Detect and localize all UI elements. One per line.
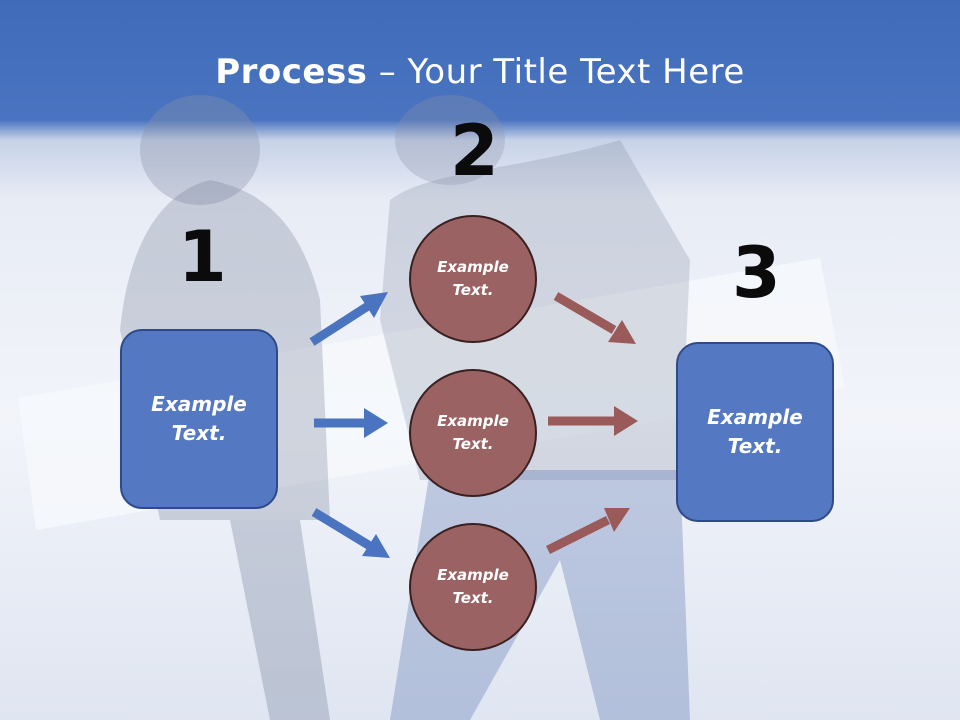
circle-bottom: Example Text. xyxy=(409,523,537,651)
circle-top: Example Text. xyxy=(409,215,537,343)
arrow-top-to-right xyxy=(553,292,636,344)
arrow-left-to-middle xyxy=(314,408,388,438)
arrow-left-to-top xyxy=(309,292,388,346)
left-box: Example Text. xyxy=(120,329,278,509)
arrow-left-to-bottom xyxy=(311,508,390,558)
circle-top-text: Example Text. xyxy=(437,258,509,299)
step-number-1: 1 xyxy=(178,216,227,298)
circle-middle-text: Example Text. xyxy=(437,412,509,453)
step-number-2: 2 xyxy=(450,110,499,192)
arrow-middle-to-right xyxy=(548,406,638,436)
right-box: Example Text. xyxy=(676,342,834,522)
circle-middle: Example Text. xyxy=(409,369,537,497)
right-box-text: Example Text. xyxy=(707,405,803,458)
left-box-text: Example Text. xyxy=(151,392,247,445)
circle-bottom-text: Example Text. xyxy=(437,566,509,607)
title-bold: Process xyxy=(215,52,368,92)
arrow-bottom-to-right xyxy=(545,508,630,555)
step-number-3: 3 xyxy=(732,232,781,314)
slide-title: Process – Your Title Text Here xyxy=(0,52,960,92)
title-rest: – Your Title Text Here xyxy=(367,52,745,92)
